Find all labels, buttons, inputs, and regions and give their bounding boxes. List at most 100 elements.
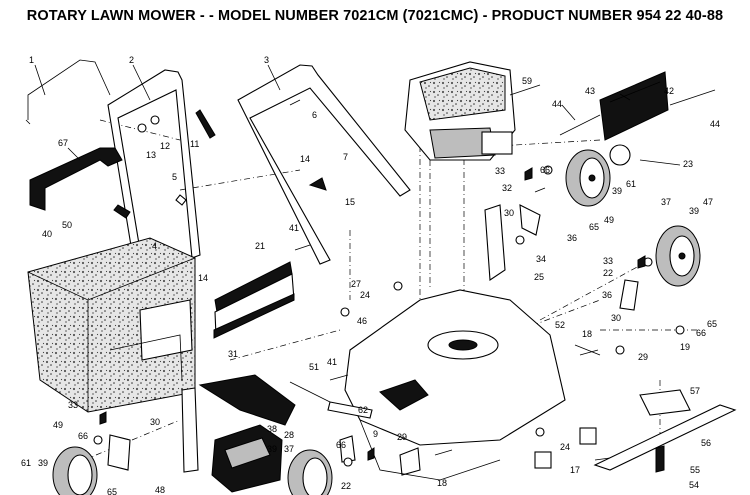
callout: 41: [289, 223, 299, 233]
part-rear-flap: [213, 261, 295, 339]
callout: 36: [602, 290, 612, 300]
callout: 50: [62, 220, 72, 230]
callout: 51: [309, 362, 319, 372]
callout: 30: [611, 313, 621, 323]
callout: 66: [336, 440, 346, 450]
callout: 43: [585, 86, 595, 96]
part-engine: [404, 61, 516, 161]
callout: 36: [567, 233, 577, 243]
callout: 61: [21, 458, 31, 468]
callout: 46: [357, 316, 367, 326]
callout: 28: [284, 430, 294, 440]
callout: 33: [603, 256, 613, 266]
callout: 22: [603, 268, 613, 278]
callout: 44: [552, 99, 562, 109]
callout: 41: [327, 357, 337, 367]
part-chute: [198, 374, 373, 493]
exploded-parts-diagram: 1 2 3 67 13 12 11 6 7 5 14 14 4 40 50 15…: [21, 55, 737, 495]
callout: 66: [78, 431, 88, 441]
callout: 12: [160, 141, 170, 151]
callout: 52: [555, 320, 565, 330]
callout: 37: [284, 444, 294, 454]
callout: 15: [345, 197, 355, 207]
callout: 47: [703, 197, 713, 207]
callout: 13: [146, 150, 156, 160]
callout: 48: [155, 485, 165, 495]
callout: 19: [680, 342, 690, 352]
part-brackets: [339, 427, 597, 469]
callout: 65: [707, 319, 717, 329]
callout: 55: [690, 465, 700, 475]
callout: 38: [267, 424, 277, 434]
callout: 33: [68, 400, 78, 410]
callout: 14: [300, 154, 310, 164]
callout: 39: [689, 206, 699, 216]
part-blade: [593, 389, 737, 473]
callout: 65: [107, 487, 117, 495]
callout: 54: [689, 480, 699, 490]
callout: 3: [264, 55, 269, 65]
callout: 42: [664, 86, 674, 96]
callout: 39: [612, 186, 622, 196]
part-deck: [344, 289, 566, 481]
leader-lines: [34, 64, 681, 461]
part-fasteners: [93, 99, 685, 467]
callout: 56: [701, 438, 711, 448]
callout: 30: [150, 417, 160, 427]
callout: 49: [604, 215, 614, 225]
callout: 66: [696, 328, 706, 338]
part-lower-handle: [107, 69, 201, 259]
diagram-title: ROTARY LAWN MOWER - - MODEL NUMBER 7021C…: [26, 8, 724, 24]
part-upper-handle: [237, 64, 411, 265]
callout: 1: [29, 55, 34, 65]
callout: 49: [53, 420, 63, 430]
callout: 39: [38, 458, 48, 468]
callout: 29: [397, 432, 407, 442]
callout: 22: [341, 481, 351, 491]
wheel-upper-right-rear: [655, 225, 701, 287]
callout: 33: [495, 166, 505, 176]
callout: 59: [522, 76, 532, 86]
callout: 2: [129, 55, 134, 65]
callout: 14: [198, 273, 208, 283]
wheel-upper-right-front: [565, 149, 611, 207]
callout: 7: [343, 152, 348, 162]
part-grass-bag: [27, 237, 196, 413]
callout: 30: [504, 208, 514, 218]
callout: 39: [267, 444, 277, 454]
callout: 67: [58, 138, 68, 148]
callout: 29: [638, 352, 648, 362]
callout: 11: [190, 139, 199, 149]
callout: 66: [540, 165, 550, 175]
callout: 37: [661, 197, 671, 207]
callout: 44: [710, 119, 720, 129]
wheel-lower-center: [287, 449, 333, 495]
callouts: 1 2 3 67 13 12 11 6 7 5 14 14 4 40 50 15…: [21, 55, 720, 495]
part-height-adjusters: [107, 204, 639, 476]
wheel-lower-left: [52, 446, 98, 495]
callout: 9: [373, 429, 378, 439]
callout: 17: [570, 465, 580, 475]
callout: 31: [228, 349, 238, 359]
callout: 4: [152, 241, 157, 251]
part-grip: [29, 147, 123, 211]
callout: 25: [534, 272, 544, 282]
callout: 23: [683, 159, 693, 169]
callout: 65: [589, 222, 599, 232]
callout: 27: [351, 279, 361, 289]
callout: 57: [690, 386, 700, 396]
part-ring: [609, 144, 631, 166]
callout: 34: [536, 254, 546, 264]
callout: 40: [42, 229, 52, 239]
callout: 5: [172, 172, 177, 182]
callout: 32: [502, 183, 512, 193]
callout: 62: [358, 405, 368, 415]
part-bracket: [559, 71, 716, 141]
callout: 18: [437, 478, 447, 488]
callout: 24: [560, 442, 570, 452]
part-rod: [25, 59, 111, 125]
callout: 61: [626, 179, 636, 189]
callout: 24: [360, 290, 370, 300]
callout: 21: [255, 241, 265, 251]
callout: 18: [582, 329, 592, 339]
